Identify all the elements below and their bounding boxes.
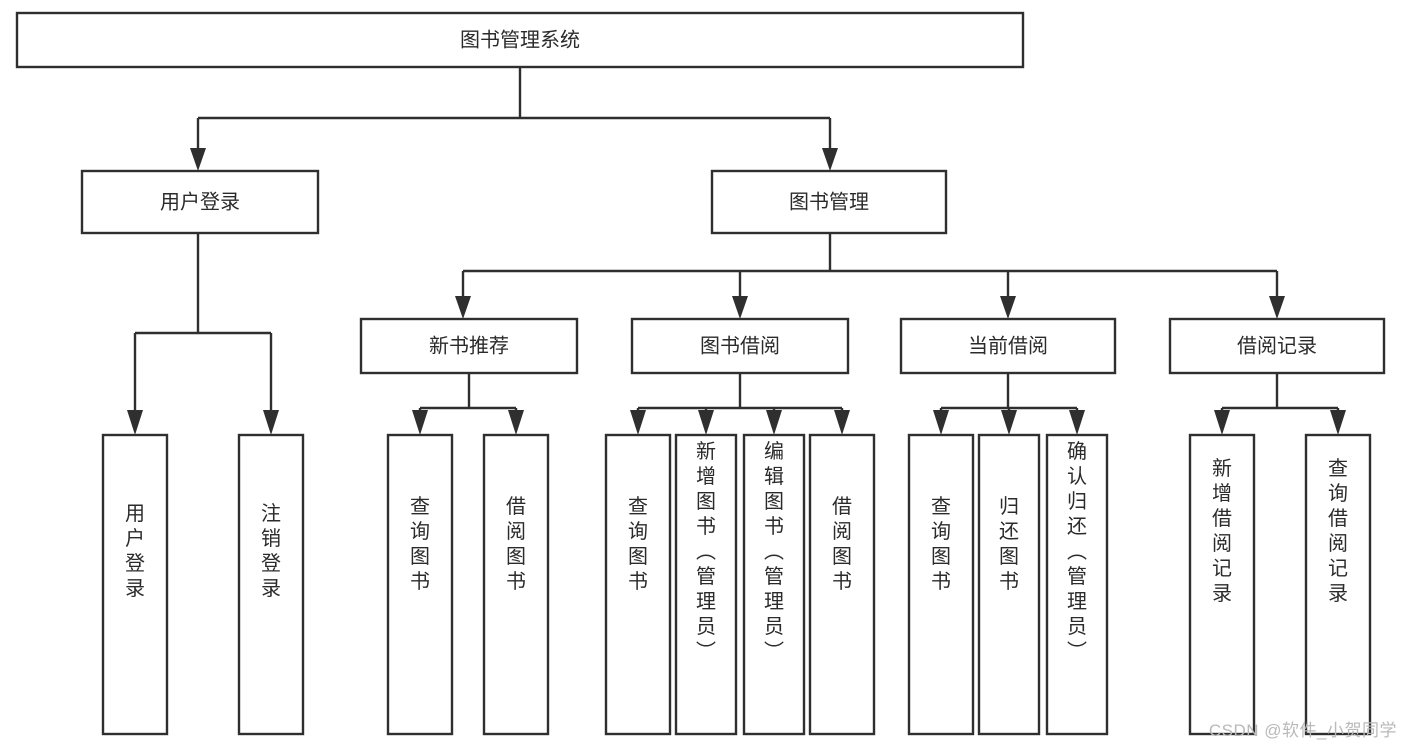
leaf-new-book-2-box[interactable] — [482, 433, 550, 736]
arrow-current-borrow-leaf1 — [933, 410, 949, 435]
leaf-user-login-1-box[interactable] — [101, 433, 169, 736]
node-new-book-rec-label: 新书推荐 — [429, 334, 509, 357]
leaf-node[interactable]: 归还图书 — [977, 433, 1041, 736]
node-book-manage[interactable]: 图书管理 — [710, 169, 948, 235]
leaf-new-book-1-box[interactable] — [386, 433, 454, 736]
arrow-to-borrow-record — [1269, 296, 1285, 319]
node-current-borrow-label: 当前借阅 — [968, 334, 1048, 357]
leaf-book-borrow-2-label: 新增图书︵管理员︶ — [696, 440, 716, 663]
leaf-node[interactable]: 用户登录 — [101, 433, 169, 736]
arrow-current-borrow-leaf3 — [1069, 410, 1085, 435]
node-current-borrow-box[interactable] — [899, 317, 1117, 375]
node-book-borrow-box[interactable] — [630, 317, 850, 375]
leaf-node[interactable]: 查询借阅记录 — [1304, 433, 1372, 736]
node-new-book-rec-box[interactable] — [359, 317, 579, 375]
leaf-node[interactable]: 借阅图书 — [482, 433, 550, 736]
leaf-book-borrow-1-box[interactable] — [604, 433, 672, 736]
leaf-book-borrow-4-box[interactable] — [808, 433, 876, 736]
leaf-book-borrow-3-label: 编辑图书︵管理员︶ — [764, 440, 784, 663]
node-borrow-record-label: 借阅记录 — [1237, 334, 1317, 357]
node-borrow-record-box[interactable] — [1168, 317, 1386, 375]
leaf-node[interactable]: 查询图书 — [386, 433, 454, 736]
arrow-new-book-leaf2 — [508, 410, 524, 435]
leaf-current-borrow-1-label: 查询图书 — [931, 495, 951, 593]
node-book-manage-box[interactable] — [710, 169, 948, 235]
arrow-book-borrow-leaf4 — [834, 410, 850, 435]
leaf-node[interactable]: 查询图书 — [907, 433, 975, 736]
arrow-to-new-book — [455, 296, 471, 319]
leaf-current-borrow-3-label: 确认归还︵管理员︶ — [1067, 440, 1087, 663]
arrow-to-user-login — [190, 148, 206, 171]
arrow-borrow-record-leaf2 — [1330, 410, 1346, 435]
leaf-borrow-record-1-box[interactable] — [1188, 433, 1256, 736]
leaf-current-borrow-3-box[interactable] — [1045, 433, 1109, 736]
leaf-node[interactable]: 查询图书 — [604, 433, 672, 736]
leaf-new-book-2-label: 借阅图书 — [506, 495, 526, 593]
arrow-user-login-leaf1 — [127, 410, 143, 435]
leaf-user-login-2-box[interactable] — [237, 433, 305, 736]
arrow-current-borrow-leaf2 — [1001, 410, 1017, 435]
leaf-borrow-record-2-label: 查询借阅记录 — [1328, 457, 1348, 605]
csdn-watermark: CSDN @软件_小贺同学 — [1208, 721, 1397, 740]
arrow-to-current-borrow — [1000, 296, 1016, 319]
leaf-node[interactable]: 借阅图书 — [808, 433, 876, 736]
leaf-node[interactable]: 新增借阅记录 — [1188, 433, 1256, 736]
node-user-login-label: 用户登录 — [160, 190, 240, 213]
leaf-book-borrow-4-label: 借阅图书 — [832, 495, 852, 593]
arrow-borrow-record-leaf1 — [1214, 410, 1230, 435]
leaf-node[interactable]: 新增图书︵管理员︶ — [674, 433, 738, 736]
leaf-book-borrow-1-label: 查询图书 — [628, 495, 648, 593]
node-root[interactable]: 图书管理系统 — [15, 11, 1025, 69]
node-root-label: 图书管理系统 — [460, 28, 580, 51]
arrow-book-borrow-leaf1 — [630, 410, 646, 435]
leaf-node[interactable]: 注销登录 — [237, 433, 305, 736]
leaf-borrow-record-1-label: 新增借阅记录 — [1212, 457, 1232, 605]
node-borrow-record[interactable]: 借阅记录 — [1168, 317, 1386, 375]
arrow-book-borrow-leaf3 — [766, 410, 782, 435]
arrow-book-borrow-leaf2 — [698, 410, 714, 435]
node-book-borrow[interactable]: 图书借阅 — [630, 317, 850, 375]
node-root-box[interactable] — [15, 11, 1025, 69]
leaf-book-borrow-2-box[interactable] — [674, 433, 738, 736]
leaf-current-borrow-1-box[interactable] — [907, 433, 975, 736]
leaf-borrow-record-2-box[interactable] — [1304, 433, 1372, 736]
leaf-node[interactable]: 确认归还︵管理员︶ — [1045, 433, 1109, 736]
arrow-user-login-leaf2 — [263, 410, 279, 435]
arrow-to-book-borrow — [732, 296, 748, 319]
connector-layer — [127, 67, 1346, 435]
leaf-current-borrow-2-box[interactable] — [977, 433, 1041, 736]
node-user-login-box[interactable] — [80, 169, 320, 235]
node-new-book-rec[interactable]: 新书推荐 — [359, 317, 579, 375]
node-current-borrow[interactable]: 当前借阅 — [899, 317, 1117, 375]
node-user-login[interactable]: 用户登录 — [80, 169, 320, 235]
node-book-borrow-label: 图书借阅 — [700, 334, 780, 357]
node-book-manage-label: 图书管理 — [789, 190, 869, 213]
arrow-to-book-manage — [822, 148, 838, 171]
leaf-node[interactable]: 编辑图书︵管理员︶ — [742, 433, 806, 736]
arrow-new-book-leaf1 — [412, 410, 428, 435]
leaf-current-borrow-2-label: 归还图书 — [999, 495, 1019, 593]
leaf-book-borrow-3-box[interactable] — [742, 433, 806, 736]
leaf-user-login-2-label: 注销登录 — [261, 502, 281, 600]
leaf-new-book-1-label: 查询图书 — [410, 495, 430, 593]
leaf-user-login-1-label: 用户登录 — [125, 503, 145, 600]
